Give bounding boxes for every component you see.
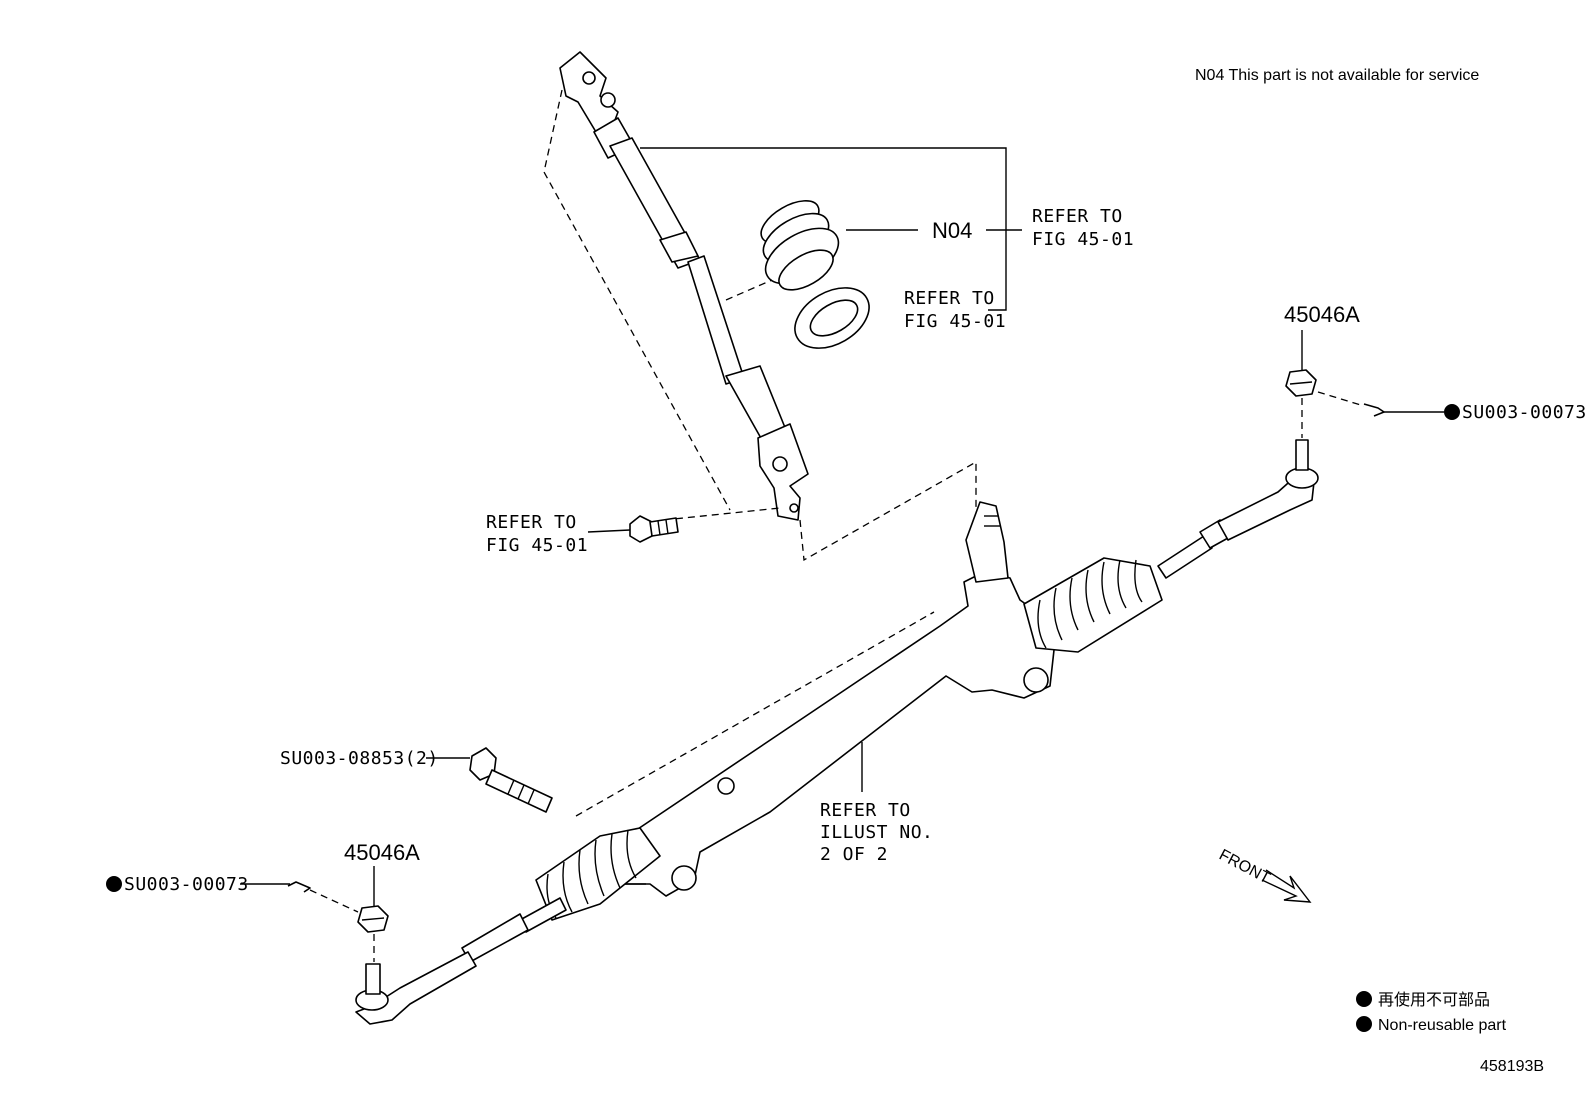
callout-nut-right: 45046A [1284, 302, 1360, 327]
refer-fig-a-line1: REFER TO [1032, 206, 1123, 227]
rack-boot-left [535, 827, 661, 921]
refer-fig-b-line1: REFER TO [904, 288, 995, 309]
refer-fig-a-line2: FIG 45-01 [1032, 229, 1134, 250]
callout-bolt: SU003-08853(2) [280, 748, 439, 769]
dust-seal [760, 200, 840, 291]
mounting-bolt [469, 747, 553, 813]
refer-illust-line2: ILLUST NO. [820, 822, 933, 843]
refer-fig-c-line2: FIG 45-01 [486, 535, 588, 556]
refer-illust-line3: 2 OF 2 [820, 844, 888, 865]
cotter-pin-right [1363, 403, 1385, 417]
non-reusable-mark-left [106, 876, 122, 892]
tie-rod-left [355, 897, 567, 1025]
service-note: N04 This part is not available for servi… [1195, 67, 1479, 84]
non-reusable-mark-right [1444, 404, 1460, 420]
tie-rod-right [1157, 439, 1319, 579]
rack-boot-right [1023, 557, 1163, 653]
callout-nut-left: 45046A [344, 840, 420, 865]
legend-en: Non-reusable part [1378, 1017, 1507, 1034]
legend-dot-jp [1356, 991, 1372, 1007]
refer-illust-line1: REFER TO [820, 800, 911, 821]
callout-pin-right: SU003-00073 [1462, 402, 1587, 423]
refer-fig-c-line1: REFER TO [486, 512, 577, 533]
front-arrow [1261, 869, 1312, 903]
callout-pin-left: SU003-00073 [124, 874, 249, 895]
legend-jp: 再使用不可部品 [1378, 991, 1490, 1009]
yoke-bolt [629, 515, 679, 543]
refer-fig-b-line2: FIG 45-01 [904, 311, 1006, 332]
cotter-pin-left [287, 881, 311, 893]
hole-cover [794, 287, 870, 349]
illustration-number: 458193B [1480, 1058, 1544, 1075]
nut-left [357, 905, 389, 933]
front-label: FRONT [1216, 847, 1273, 888]
callout-n04: N04 [932, 218, 972, 243]
intermediate-shaft [559, 51, 809, 521]
rack-housing [555, 501, 1055, 897]
legend-dot-en [1356, 1016, 1372, 1032]
nut-right [1285, 369, 1317, 397]
